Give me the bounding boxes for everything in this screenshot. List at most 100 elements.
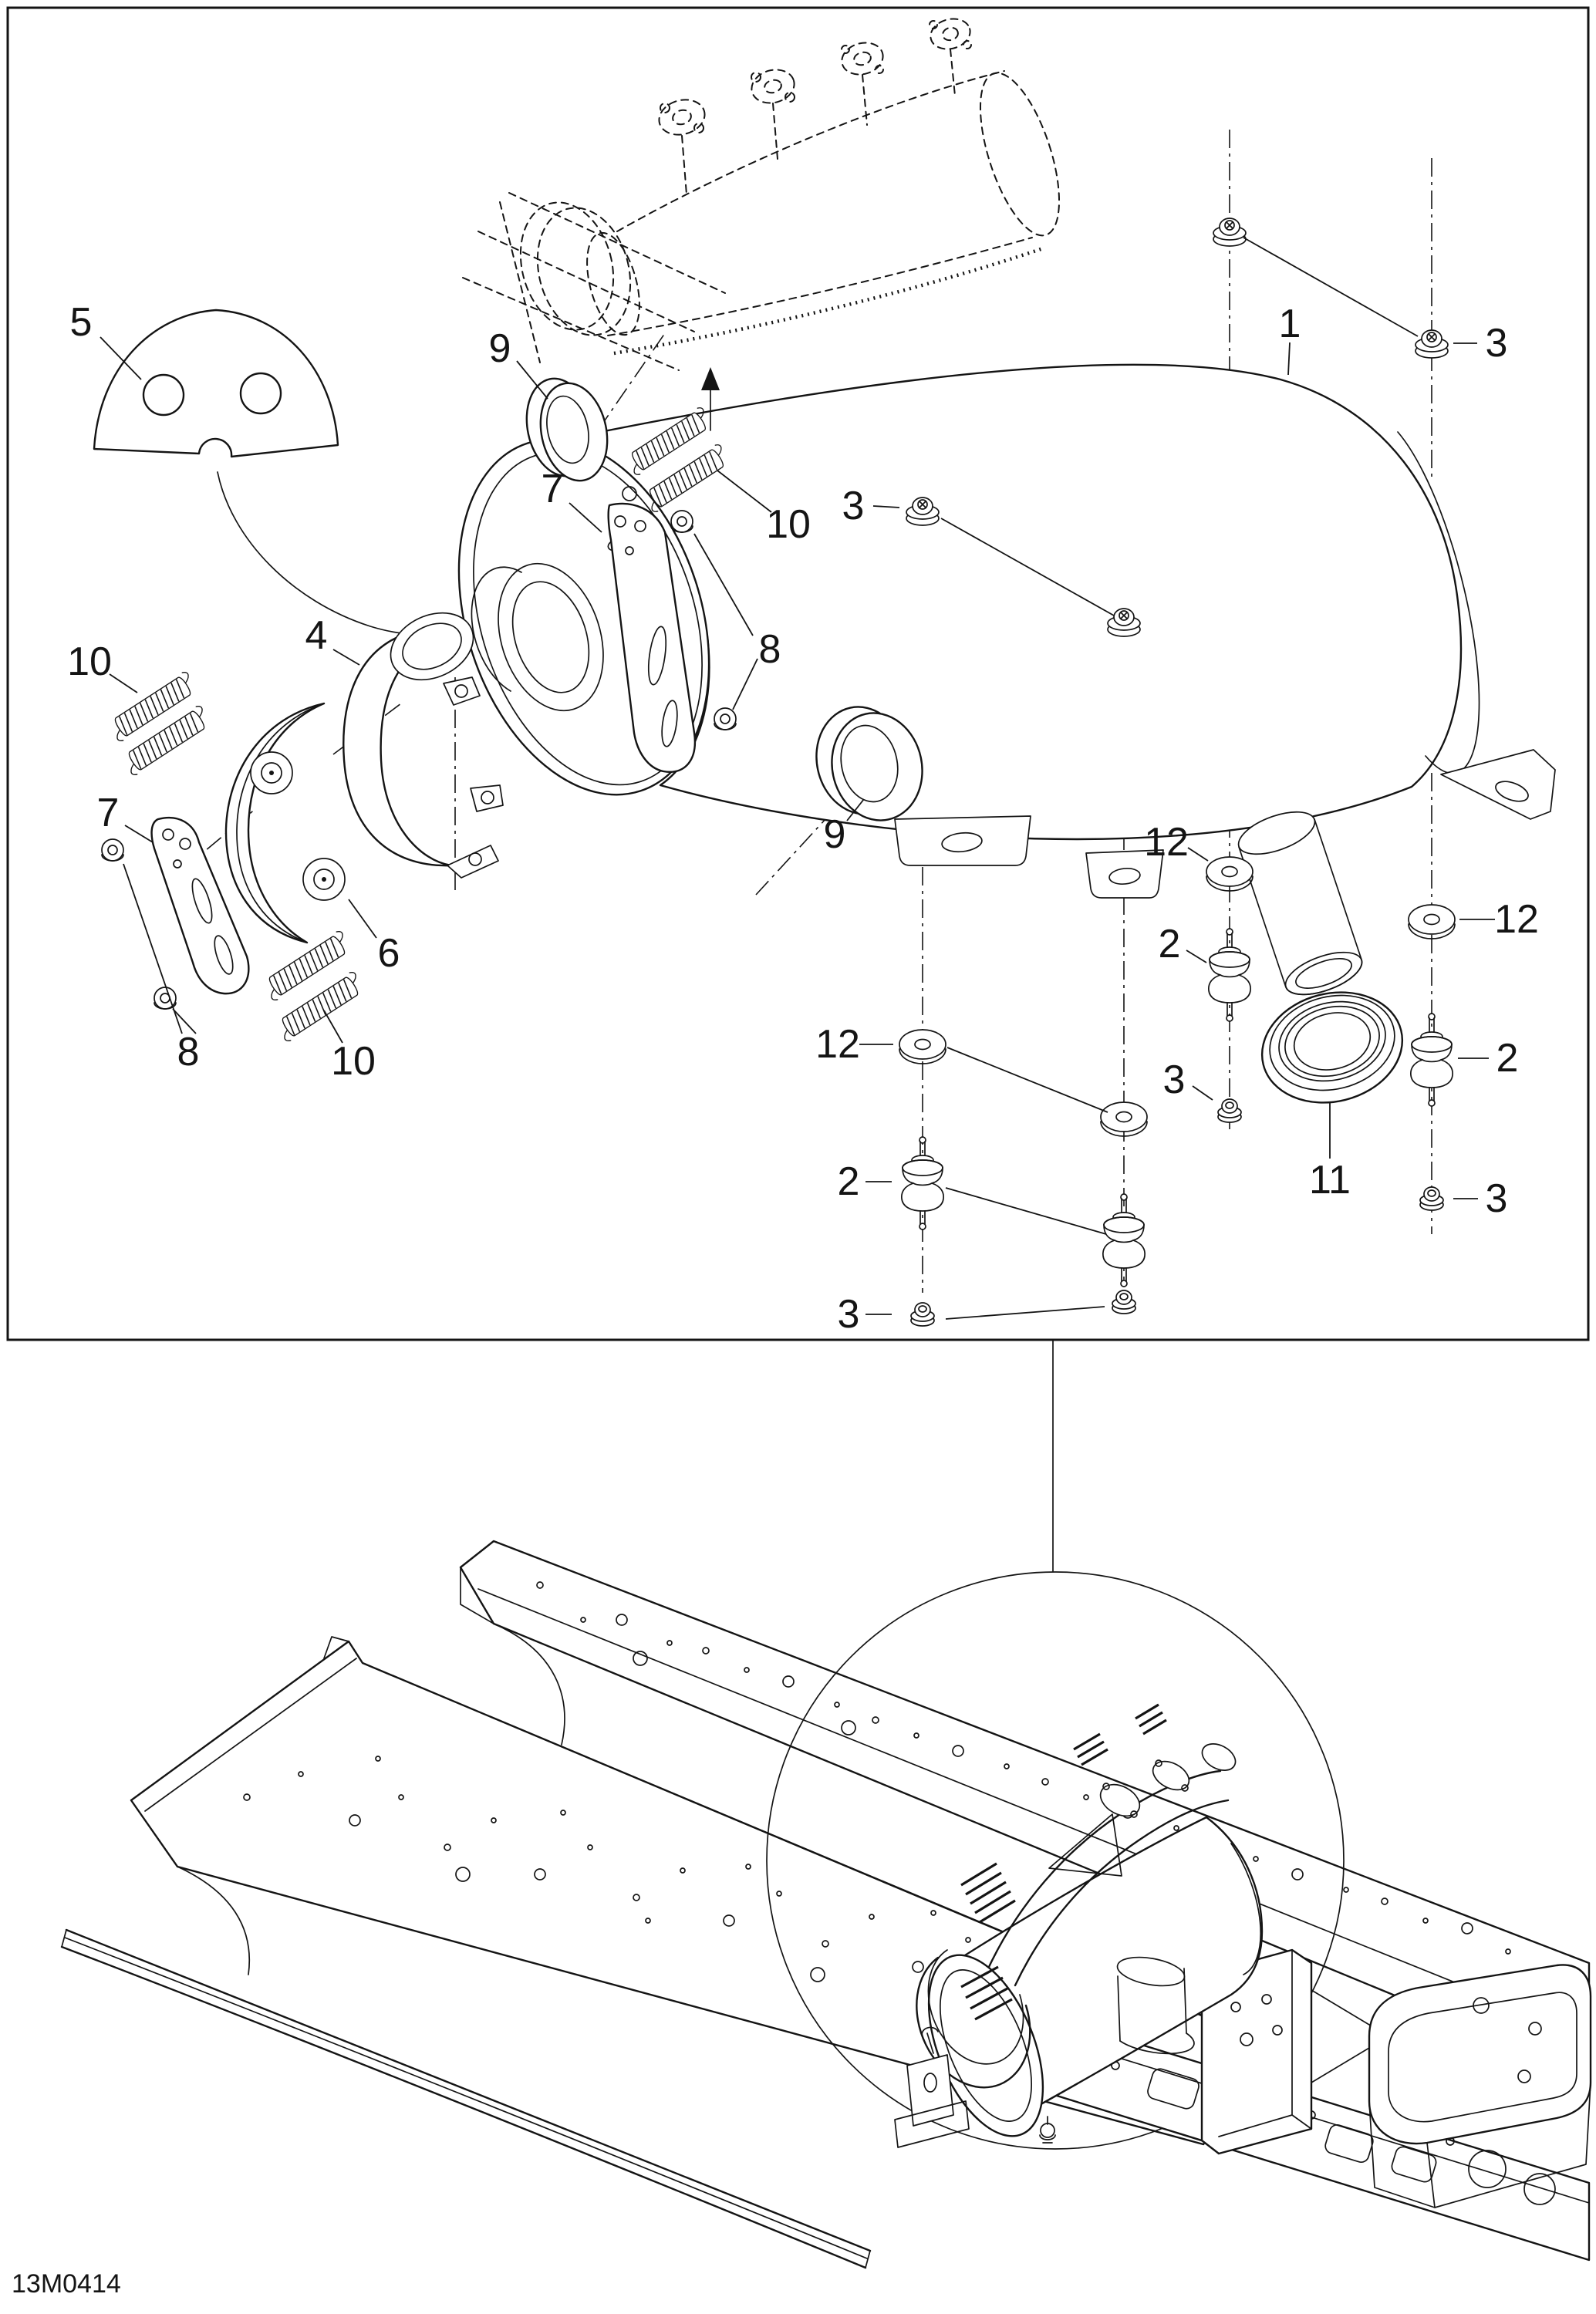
flange-nut-small (1112, 1290, 1136, 1314)
spring-cluster (960, 1703, 1167, 2021)
rivet-hole (776, 1891, 782, 1897)
callout-leader (100, 336, 142, 380)
gasket-ring-9a (525, 377, 609, 482)
callout-label: 6 (378, 931, 400, 976)
callout-leader (332, 649, 360, 666)
callout-label: 2 (1496, 1036, 1519, 1081)
shell-lug (470, 784, 504, 812)
flange-nut (1415, 329, 1449, 359)
manifold-port-flange (929, 18, 972, 96)
flange-nut-small (1419, 1186, 1444, 1211)
rivet-hole (702, 1647, 710, 1655)
callout-label: 7 (542, 467, 564, 511)
rivet-hole (587, 1844, 593, 1850)
shell-boss (302, 858, 346, 901)
flange-nut (1213, 218, 1247, 247)
highlight-circle (766, 1571, 1345, 2150)
manifold-port-flange (658, 99, 706, 195)
callout-label: 11 (1309, 1158, 1351, 1203)
shield-hole (239, 372, 282, 415)
callout-leader (124, 825, 154, 843)
washer (1100, 1101, 1148, 1137)
callout-label: 8 (177, 1030, 200, 1074)
rear-bumper-box (1368, 1964, 1592, 2208)
callout-label: 12 (1144, 820, 1189, 865)
rivet-hole (782, 1675, 795, 1688)
shoulder-screw (714, 707, 737, 730)
mount-bracket (894, 2026, 970, 2148)
rivet-hole (243, 1793, 251, 1801)
rivet-hole (930, 1910, 936, 1916)
exhaust-manifold-ghost (462, 18, 1061, 371)
rubber-mount (1102, 1193, 1146, 1287)
tailpipe-support (1039, 1956, 1195, 2144)
exploded-view (6, 6, 1590, 1341)
rivet-hole (723, 1914, 735, 1927)
rivet-hole (298, 1771, 304, 1777)
callout-label: 4 (305, 613, 328, 658)
rivet-hole (536, 1581, 544, 1589)
shoulder-screw (154, 987, 177, 1010)
rivet-hole (375, 1756, 381, 1762)
part-link-line (945, 1306, 1105, 1320)
callout-label: 8 (759, 627, 781, 672)
rivet-hole (580, 1617, 586, 1623)
callout-leader (846, 798, 865, 821)
callout-label: 5 (70, 300, 93, 345)
rivet-hole (912, 1961, 924, 1973)
rivet-hole (744, 1667, 750, 1673)
washer (1206, 856, 1254, 892)
part-link-line (946, 1047, 1108, 1113)
callout-label: 3 (1486, 321, 1508, 366)
muffler-bracket (894, 815, 1031, 866)
rivet-hole (1253, 1856, 1259, 1862)
rivet-hole (349, 1814, 361, 1827)
callout-label: 10 (766, 502, 811, 547)
callout-label: 10 (331, 1039, 376, 1084)
rivet-hole (1173, 1825, 1179, 1831)
callout-leader (732, 658, 758, 710)
callout-label: 1 (1279, 302, 1301, 346)
callout-label: 12 (1494, 897, 1539, 942)
callout-leader (516, 360, 548, 400)
callout-leader (1287, 342, 1291, 376)
rivet-hole (1422, 1918, 1429, 1924)
stud-nut (1039, 2116, 1056, 2144)
callout-label: 3 (1163, 1057, 1186, 1102)
shell-lug (443, 676, 481, 706)
rivet-hole (1083, 1794, 1089, 1800)
callout-label: 9 (824, 812, 846, 857)
callout-leader (872, 505, 900, 508)
rivet-hole (822, 1940, 829, 1948)
half-shell-outer (342, 612, 504, 879)
flange-nut-small (1217, 1098, 1242, 1123)
rivet-hole (398, 1794, 404, 1800)
rivet-hole (1381, 1897, 1388, 1905)
rivet-hole (645, 1918, 651, 1924)
callout-leader (172, 1008, 197, 1034)
rivet-hole (534, 1868, 546, 1881)
rivet-hole (1041, 1778, 1049, 1786)
callout-label: 3 (1486, 1176, 1508, 1221)
rivet-hole (666, 1640, 673, 1646)
callout-leader (717, 470, 772, 513)
callout-leader (348, 899, 377, 939)
shell-lug (447, 845, 499, 879)
callout-leader (1192, 1085, 1213, 1101)
leader-lines (940, 237, 1419, 1320)
rubber-mount (1410, 1013, 1453, 1107)
muffler-bracket (1085, 849, 1164, 899)
gasket-ring-9b (815, 706, 923, 821)
rivet-hole (952, 1745, 964, 1757)
shield-hole (142, 373, 185, 417)
callout-label: 7 (97, 791, 120, 835)
assembled-view (60, 1339, 1592, 2269)
rivet-hole (1505, 1948, 1511, 1955)
callout-leader (323, 1010, 343, 1044)
washer (1408, 904, 1456, 939)
shoulder-screw (670, 510, 693, 533)
rivet-hole (810, 1967, 825, 1982)
rivet-hole (633, 1651, 648, 1666)
